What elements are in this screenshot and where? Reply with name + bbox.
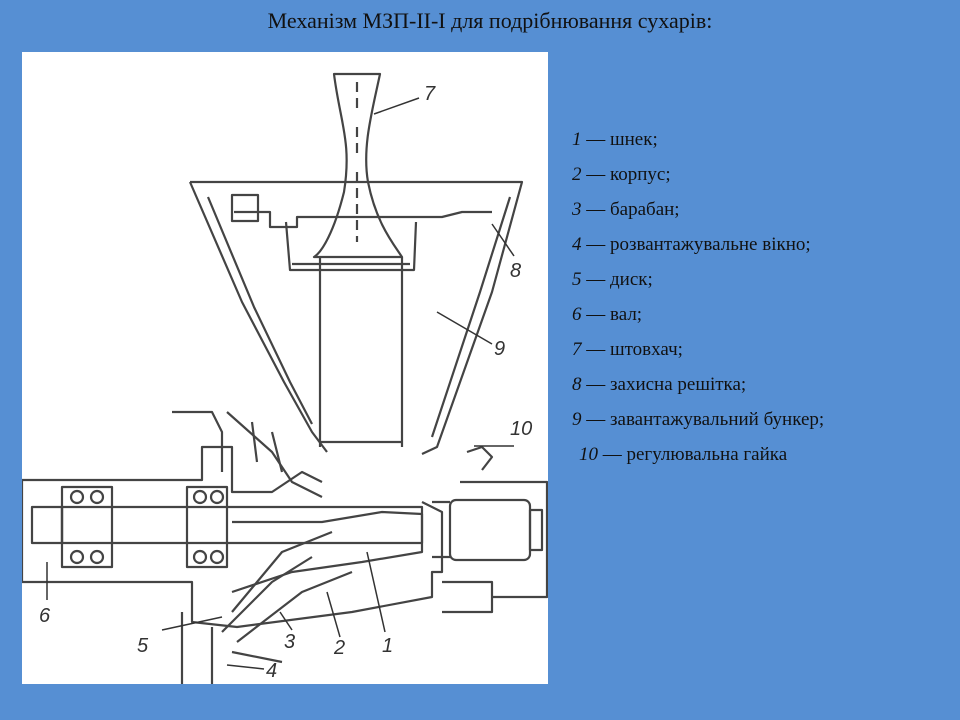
callout-4: 4 — [266, 660, 277, 682]
legend-item: 1 — шнек; — [572, 129, 658, 150]
auger — [231, 510, 424, 594]
mechanism-cross-section: 7 8 9 10 6 5 3 2 1 4 — [22, 72, 548, 684]
hopper-outline — [190, 180, 524, 455]
callout-10: 10 — [510, 418, 532, 440]
legend-item: 7 — штовхач; — [572, 339, 683, 360]
slide-title: Механізм МЗП-ІІ-І для подрібнювання суха… — [267, 8, 713, 33]
legend-item: 5 — диск; — [572, 269, 653, 290]
callout-3: 3 — [284, 631, 295, 653]
callout-9: 9 — [494, 338, 505, 360]
callout-7: 7 — [424, 83, 436, 105]
legend-item: 2 — корпус; — [572, 164, 671, 185]
legend-item: 4 — розвантажувальне вікно; — [572, 234, 811, 255]
adjusting-nut — [448, 498, 532, 562]
callout-1: 1 — [382, 635, 393, 657]
legend-item: 8 — захисна решітка; — [572, 374, 747, 395]
legend-item: 3 — барабан; — [572, 199, 680, 220]
callout-8: 8 — [510, 260, 521, 282]
grid-plate — [234, 210, 492, 229]
callout-5: 5 — [137, 635, 149, 657]
legend-item: 9 — завантажувальний бункер; — [572, 409, 825, 430]
legend-item: 6 — вал; — [572, 304, 643, 325]
housing — [22, 480, 444, 629]
callout-6: 6 — [39, 605, 51, 627]
parts-legend: 1 — шнек; 2 — корпус; 3 — барабан; 4 — р… — [572, 128, 824, 478]
legend-item: 10 — регулювальна гайка — [579, 444, 788, 465]
shaft — [60, 505, 424, 545]
mechanism-drawing: 7 8 9 10 6 5 3 2 1 4 — [22, 52, 548, 684]
callout-2: 2 — [333, 637, 345, 659]
